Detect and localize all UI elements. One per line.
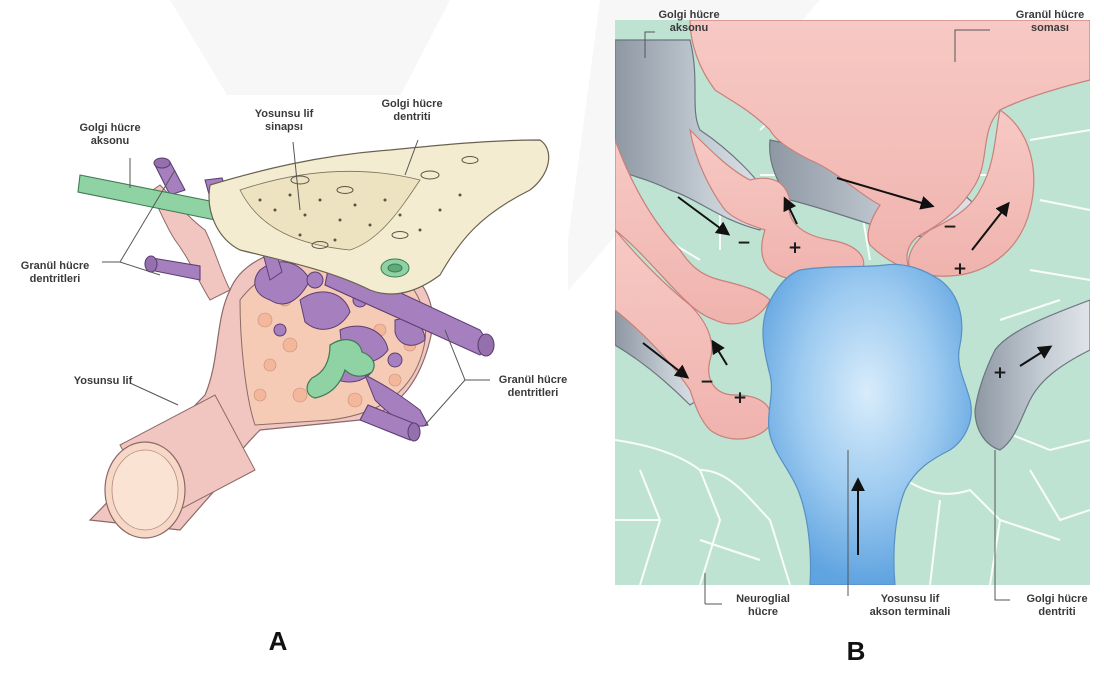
panel-a-letter: A [269, 626, 288, 656]
sign-6: + [733, 388, 747, 408]
label-a-mossy-fiber: Yosunsu lif [74, 375, 133, 387]
sign-1: − [737, 233, 751, 253]
sign-5: − [700, 372, 714, 392]
sign-3: − [943, 217, 957, 237]
golgi-bouton [381, 259, 409, 277]
panel-a-illustration [20, 95, 568, 550]
panel-b-letter: B [847, 636, 866, 666]
sign-4: + [953, 259, 967, 279]
sign-2: + [788, 238, 802, 258]
panel-b-illustration [615, 20, 1090, 585]
sign-9: + [993, 363, 1007, 383]
